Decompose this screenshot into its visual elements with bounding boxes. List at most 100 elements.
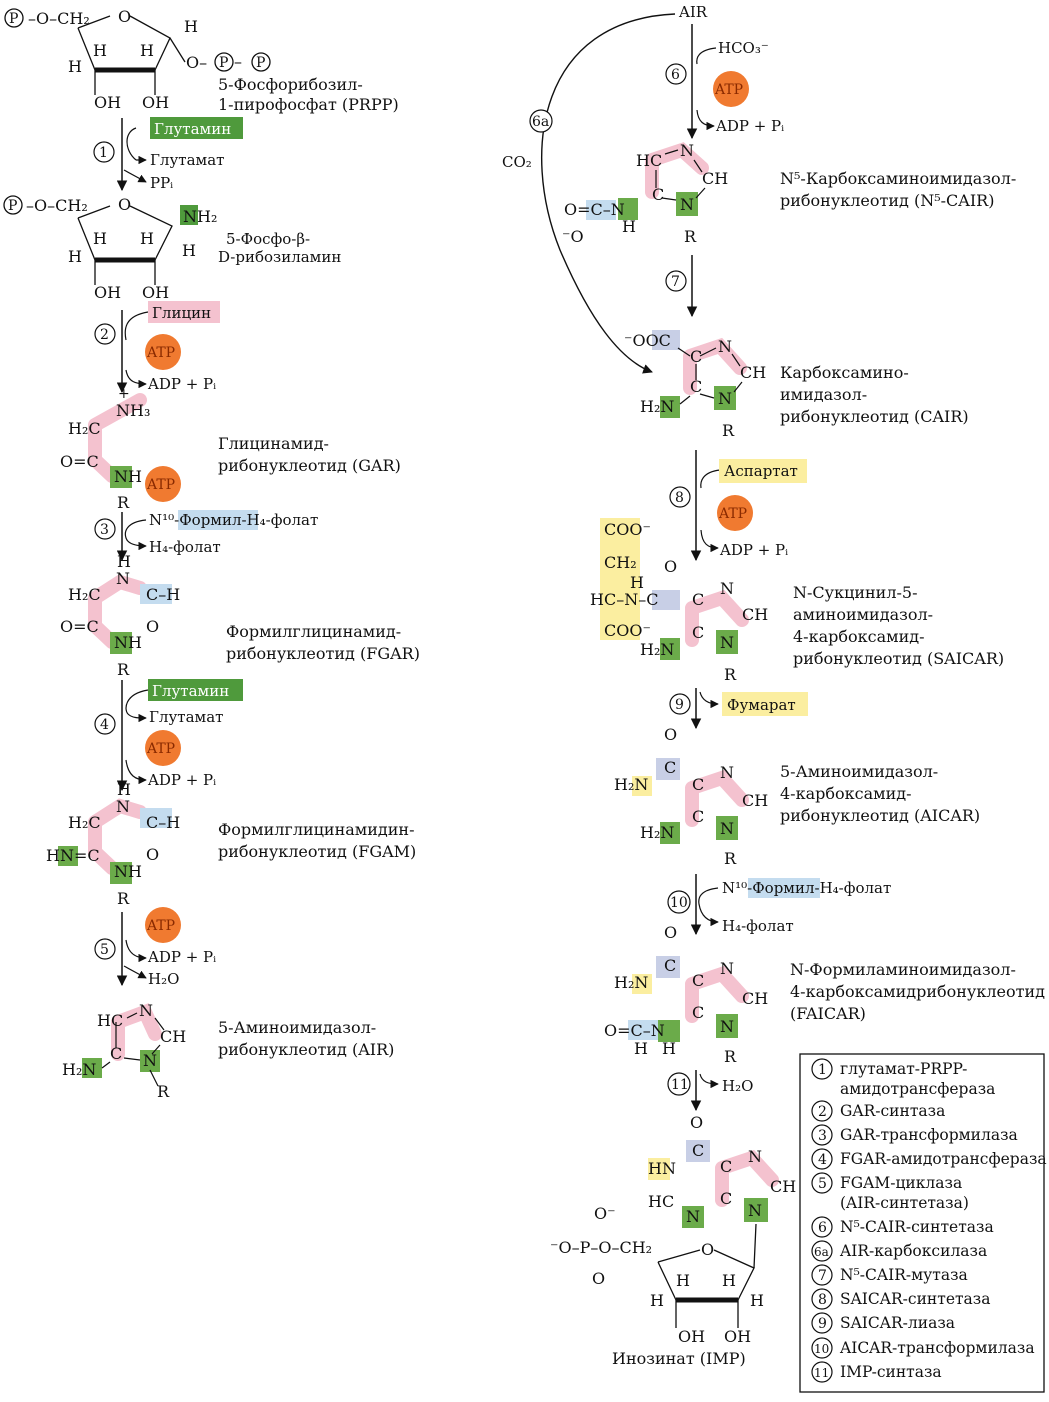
svg-text:O: O: [146, 617, 159, 636]
svg-text:H: H: [68, 57, 82, 76]
n5cair-label: N⁵-Карбоксаминоимидазол-: [780, 169, 1016, 188]
svg-text:ATP: ATP: [146, 741, 175, 757]
aspartate-label: Аспартат: [724, 462, 798, 480]
svg-text:C: C: [664, 956, 676, 975]
svg-text:O: O: [664, 725, 677, 744]
legend-number: 10: [814, 1342, 829, 1356]
svg-text:H: H: [622, 217, 636, 236]
legend-number: 7: [818, 1268, 827, 1284]
svg-text:N: N: [720, 819, 734, 838]
svg-text:HC: HC: [648, 1192, 674, 1211]
svg-text:+: +: [118, 386, 130, 402]
glutamine-label: Глутамин: [154, 120, 231, 138]
svg-text:R: R: [724, 849, 737, 868]
svg-text:CH: CH: [160, 1027, 186, 1046]
cair-label: рибонуклеотид (CAIR): [780, 407, 969, 426]
legend-enzyme-name: SAICAR-лиаза: [840, 1314, 955, 1332]
step-number: 6a: [532, 114, 549, 130]
svg-text:P: P: [8, 198, 17, 214]
svg-text:N: N: [680, 141, 694, 160]
legend-enzyme-name: GAR-трансформилаза: [840, 1126, 1018, 1144]
svg-text:O: O: [701, 1240, 714, 1259]
saicar-label: рибонуклеотид (SAICAR): [793, 649, 1004, 668]
faicar-label: (FAICAR): [790, 1004, 866, 1023]
svg-text:N: N: [718, 389, 732, 408]
faicar-label: 4-карбоксамидрибонуклеотид: [790, 982, 1045, 1001]
svg-text:N: N: [720, 959, 734, 978]
legend-enzyme-name: N⁵-CAIR-синтетаза: [840, 1218, 994, 1236]
legend-number-circle: [811, 1361, 833, 1383]
svg-text:H: H: [93, 229, 107, 248]
svg-text:ATP: ATP: [718, 506, 747, 522]
adp-label: ADP + Pᵢ: [147, 375, 216, 393]
step-1-arrow: 1 Глутамин Глутамат PPᵢ: [93, 117, 243, 192]
svg-text:H₂N: H₂N: [640, 640, 674, 659]
svg-text:⁻OOC: ⁻OOC: [624, 331, 671, 350]
step-6a-arrow: 6a CO₂: [502, 13, 676, 374]
step-10-arrow: 10 N¹⁰-Формил-H₄-фолат H₄-фолат: [667, 874, 891, 936]
aicar-label: 4-карбоксамид-: [780, 784, 912, 803]
legend-enzyme-name: SAICAR-синтетаза: [840, 1290, 991, 1308]
svg-text:H: H: [184, 17, 198, 36]
step-number: 3: [100, 522, 109, 538]
legend-enzyme-name: AIR-карбоксилаза: [839, 1242, 987, 1260]
legend-enzyme-name-cont: амидотрансфераза: [840, 1080, 995, 1098]
adp-label: ADP + Pᵢ: [147, 948, 216, 966]
imp-label: Инозинат (IMP): [612, 1349, 746, 1368]
svg-text:H: H: [676, 1271, 690, 1290]
co2-label: CO₂: [502, 153, 532, 171]
svg-text:OH: OH: [142, 93, 169, 112]
atp-badge: [145, 730, 181, 766]
prpp-structure: P –O–CH₂ O H H H H OH OH O– P – P: [4, 7, 271, 112]
step-number: 4: [100, 717, 109, 733]
h4-folate-label: H₄-фолат: [149, 538, 221, 556]
cair-label: имидазол-: [780, 385, 867, 404]
water-label: H₂O: [148, 970, 179, 988]
saicar-label: N-Сукцинил-5-: [793, 583, 918, 602]
svg-text:⁻O: ⁻O: [562, 227, 584, 246]
svg-text:–: –: [234, 52, 242, 71]
step-number: 2: [100, 327, 109, 343]
svg-text:H₂N: H₂N: [614, 973, 648, 992]
air-label: рибонуклеотид (AIR): [218, 1040, 394, 1059]
svg-text:ATP: ATP: [146, 477, 175, 493]
legend-enzyme-name: N⁵-CAIR-мутаза: [840, 1266, 968, 1284]
svg-text:H₂C: H₂C: [68, 813, 101, 832]
svg-text:NH: NH: [114, 633, 142, 652]
svg-text:O=C: O=C: [60, 452, 99, 471]
gar-label: Глицинамид-: [218, 434, 329, 453]
svg-text:H₂C: H₂C: [68, 419, 101, 438]
svg-text:R: R: [724, 1047, 737, 1066]
svg-text:N: N: [680, 195, 694, 214]
svg-text:CH: CH: [742, 605, 768, 624]
atp-badge: [145, 334, 181, 370]
aicar-label: рибонуклеотид (AICAR): [780, 806, 980, 825]
svg-text:R: R: [724, 665, 737, 684]
step-number: 6: [671, 67, 680, 83]
imp-structure: O C HN C N CH HC C N N O⁻ ⁻O–P–O–CH₂ O O…: [550, 1113, 796, 1346]
legend-number-circle: [811, 1312, 833, 1334]
legend-number-circle: [811, 1148, 833, 1170]
legend-enzyme-name: FGAM-циклаза: [840, 1174, 962, 1192]
step-6-arrow: AIR 6 HCO₃⁻ ATP ADP + Pᵢ: [665, 3, 784, 140]
n10-formyl-folate-label: N¹⁰-Формил-H₄-фолат: [149, 511, 318, 529]
legend-number: 11: [814, 1366, 829, 1380]
svg-text:CH: CH: [740, 363, 766, 382]
svg-text:H: H: [93, 41, 107, 60]
fgam-structure: H N H₂C C–H O HN=C NH R: [46, 780, 180, 908]
svg-text:O: O: [592, 1269, 605, 1288]
fgar-label: рибонуклеотид (FGAR): [226, 644, 420, 663]
legend-number-circle: [811, 1124, 833, 1146]
svg-text:N: N: [718, 337, 732, 356]
aicar-label: 5-Аминоимидазол-: [780, 762, 938, 781]
step-number: 7: [671, 274, 680, 290]
air-structure: HC N CH C N H₂N R: [62, 1001, 186, 1101]
svg-text:HN=C: HN=C: [46, 846, 100, 865]
svg-text:H₂N: H₂N: [62, 1060, 96, 1079]
svg-text:OH: OH: [678, 1327, 705, 1346]
fumarate-label: Фумарат: [727, 696, 796, 714]
water-label: H₂O: [722, 1077, 753, 1095]
svg-text:O: O: [690, 1113, 703, 1132]
svg-text:CH: CH: [702, 169, 728, 188]
svg-text:O⁻: O⁻: [594, 1204, 616, 1223]
